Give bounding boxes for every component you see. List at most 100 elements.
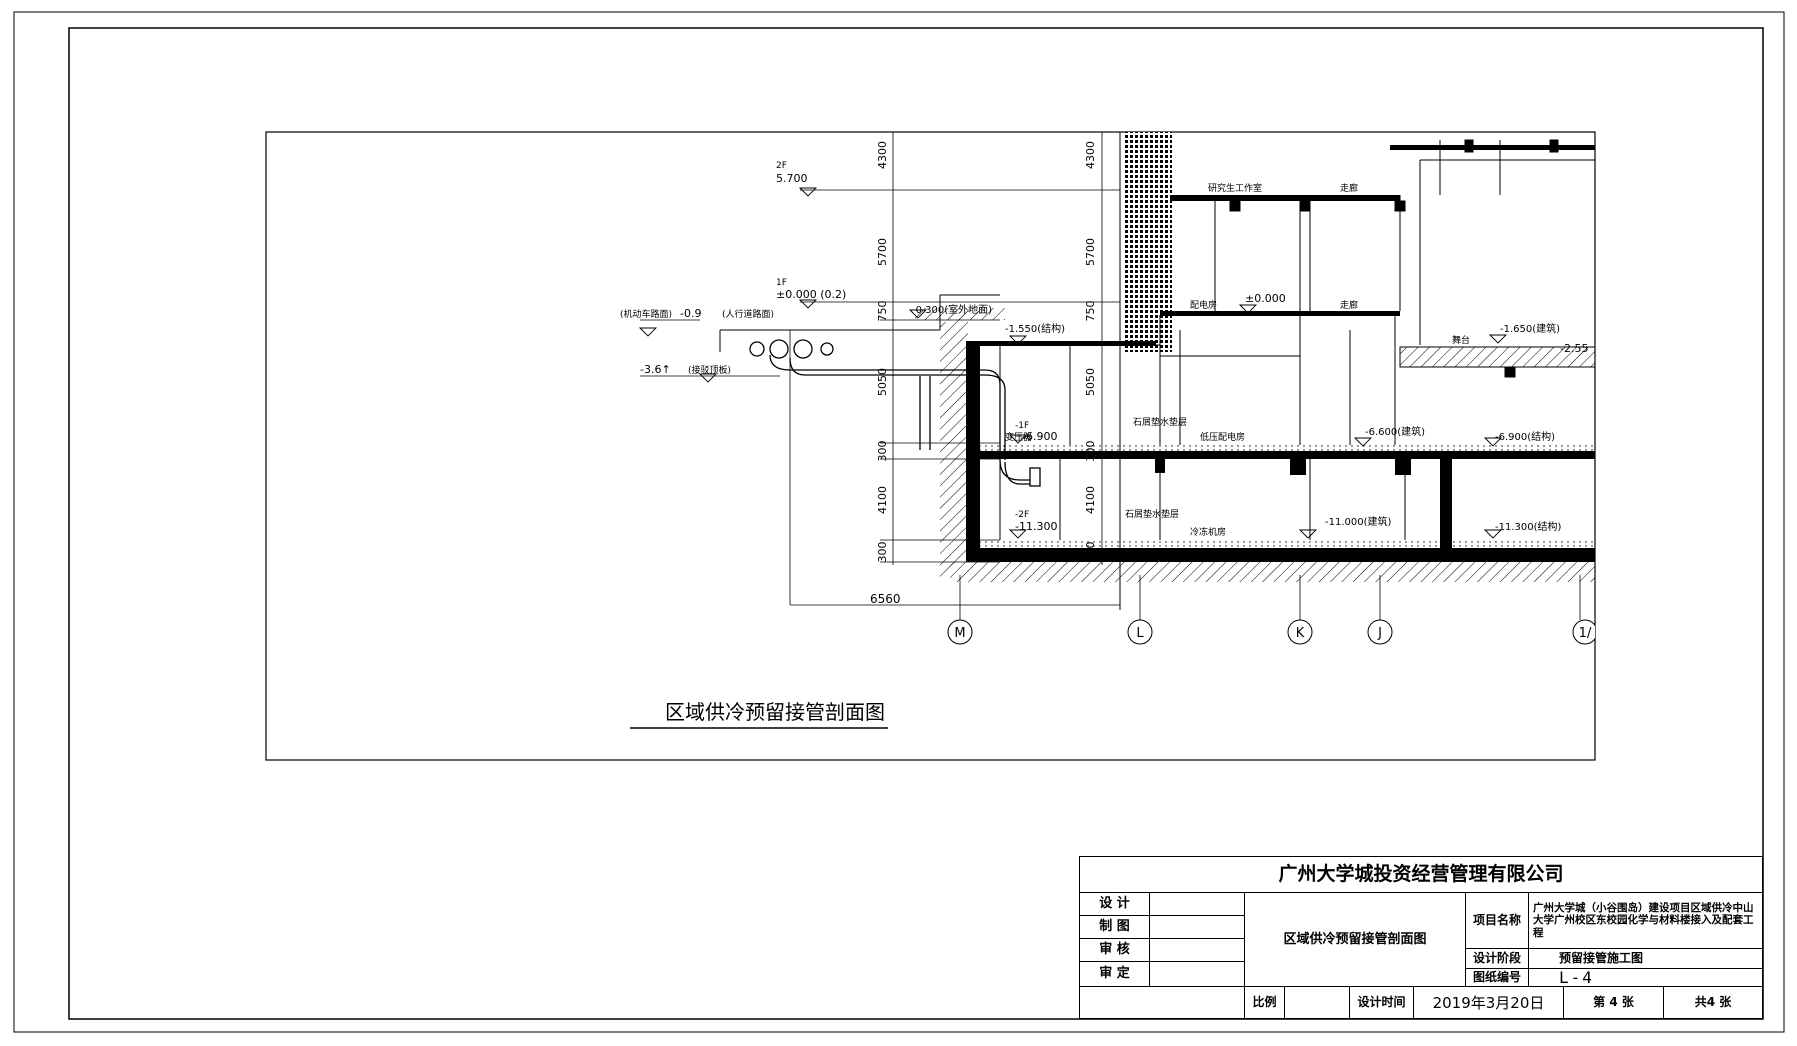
room-9: 石屑垫水垫层	[1125, 508, 1179, 520]
upper-slab-2	[1390, 145, 1595, 150]
ground-slab	[1160, 311, 1400, 316]
pipe-top-note: (接驳顶板)	[688, 364, 731, 376]
inner-border	[68, 27, 1764, 1020]
stage-label: 设计阶段	[1466, 949, 1529, 969]
floor-b2-label: -2F	[1015, 510, 1029, 520]
room-1: 研究生工作室	[1208, 182, 1262, 194]
level-1: -1.550(结构)	[1005, 322, 1065, 335]
b2-column	[1440, 459, 1452, 549]
role-check-value	[1150, 939, 1245, 962]
room-2: 走廊	[1340, 182, 1358, 194]
project-name: 广州大学城（小谷围岛）建设项目区域供冷中山大学广州校区东校园化学与材料楼接入及配…	[1529, 893, 1762, 949]
title-block: 广州大学城投资经营管理有限公司 设 计 制 图 审 核 审 定 区域供冷预留接管…	[1079, 856, 1763, 1019]
axis-bubble	[1287, 619, 1313, 645]
floor-1f-elev: ±0.000 (0.2)	[776, 288, 846, 301]
date-value: 2019年3月20日	[1414, 987, 1564, 1018]
b1-slab	[980, 451, 1595, 459]
soil-hatch-top	[915, 308, 1005, 320]
scale-value	[1285, 987, 1350, 1018]
upper-slab-1	[1170, 195, 1400, 201]
level-8: -11.300(结构)	[1495, 520, 1562, 533]
bottom-left-empty	[1080, 987, 1245, 1018]
pipes	[749, 339, 1041, 487]
axis-label-m: M	[954, 626, 965, 641]
dim-mid-0: 4300	[1084, 141, 1097, 169]
section-drawing: M L K J 1/ 2F 5.700 1F ±0.000 (0.2) -0.3…	[620, 132, 1595, 645]
b2-floor-fill	[980, 540, 1595, 548]
b1-beam-2	[1290, 459, 1306, 475]
axis-label-k: K	[1296, 626, 1305, 641]
floor-2f-elev: 5.700	[776, 172, 808, 185]
floor-b1-elev: -6.900	[1022, 430, 1057, 443]
sheet-number: 第 4 张	[1564, 987, 1664, 1018]
axis-bubble	[1127, 619, 1153, 645]
dim-left-1: 5700	[876, 238, 889, 266]
dim-mid-2: 750	[1084, 301, 1097, 322]
outdoor-level: -0.300(室外地面)	[912, 303, 992, 316]
basement-outer-wall	[966, 345, 980, 560]
room-4: 走廊	[1340, 299, 1358, 311]
role-approve: 审 定	[1080, 962, 1150, 987]
soil-hatch-bottom	[950, 562, 1595, 582]
sidewalk-label: (人行道路面)	[722, 308, 774, 320]
sheet-total: 共4 张	[1694, 995, 1732, 1010]
dim-left-4: 300	[876, 441, 889, 462]
dim-mid-6: 300	[1084, 542, 1097, 563]
dim-left-2: 750	[876, 301, 889, 322]
room-10: 冷冻机房	[1190, 526, 1226, 538]
floor-b1-label: -1F	[1015, 421, 1029, 431]
axis-label-j: J	[1377, 626, 1382, 641]
axis-label-1: 1/	[1579, 626, 1592, 641]
pipe-top-elev: -3.6↑	[640, 363, 671, 376]
vehicle-road-elev: -0.9	[680, 307, 701, 320]
company-name: 广州大学城投资经营管理有限公司	[1080, 857, 1762, 893]
dim-mid-5: 4100	[1084, 486, 1097, 514]
drawing-title: 区域供冷预留接管剖面图	[665, 700, 885, 724]
role-check: 审 核	[1080, 939, 1150, 962]
role-draw: 制 图	[1080, 916, 1150, 939]
dim-mid-1: 5700	[1084, 238, 1097, 266]
b1-beam-3	[1395, 459, 1411, 475]
role-approve-value	[1150, 962, 1245, 987]
date-label: 设计时间	[1350, 987, 1414, 1018]
role-design: 设 计	[1080, 893, 1150, 916]
b1-floor-fill	[980, 443, 1595, 451]
level-4: -2.55	[1560, 342, 1588, 355]
dimension-lines	[640, 132, 1581, 620]
scale-label: 比例	[1245, 987, 1285, 1018]
dim-bottom: 6560	[870, 592, 901, 606]
floor-b2-elev: -11.300	[1015, 520, 1057, 533]
stage-value: 预留接管施工图	[1529, 949, 1762, 969]
drawing-name: 区域供冷预留接管剖面图	[1245, 893, 1466, 987]
dim-left-0: 4300	[876, 141, 889, 169]
axis-label-l: L	[1136, 626, 1144, 641]
room-7: 石屑垫水垫层	[1133, 416, 1187, 428]
top-slab	[966, 341, 1156, 346]
axis-bubble	[1572, 619, 1595, 645]
room-8: 低压配电房	[1200, 431, 1245, 443]
soil-hatch-left	[940, 310, 968, 580]
dim-left-6: 300	[876, 542, 889, 563]
brick-wall	[1125, 132, 1172, 352]
dim-mid-3: 5050	[1084, 368, 1097, 396]
axis-bubble	[947, 619, 973, 645]
level-2: ±0.000	[1245, 292, 1286, 305]
dim-left-5: 4100	[876, 486, 889, 514]
outer-border	[13, 11, 1785, 1033]
dim-left-3: 5050	[876, 368, 889, 396]
room-5: 舞台	[1452, 334, 1470, 346]
level-7: -11.000(建筑)	[1325, 515, 1392, 528]
floor-2f-label: 2F	[776, 161, 787, 171]
role-draw-value	[1150, 916, 1245, 939]
project-label: 项目名称	[1466, 893, 1529, 949]
dim-mid-4: 300	[1084, 441, 1097, 462]
basement-bottom-slab	[966, 548, 1595, 562]
axis-bubbles	[947, 619, 1595, 645]
room-6: 变压器	[1005, 431, 1032, 443]
level-5: -6.600(建筑)	[1365, 425, 1425, 438]
level-3: -1.650(建筑)	[1500, 322, 1560, 335]
axis-bubble	[1367, 619, 1393, 645]
vehicle-road-label: (机动车路面)	[620, 308, 672, 320]
level-6: -6.900(结构)	[1495, 430, 1555, 443]
